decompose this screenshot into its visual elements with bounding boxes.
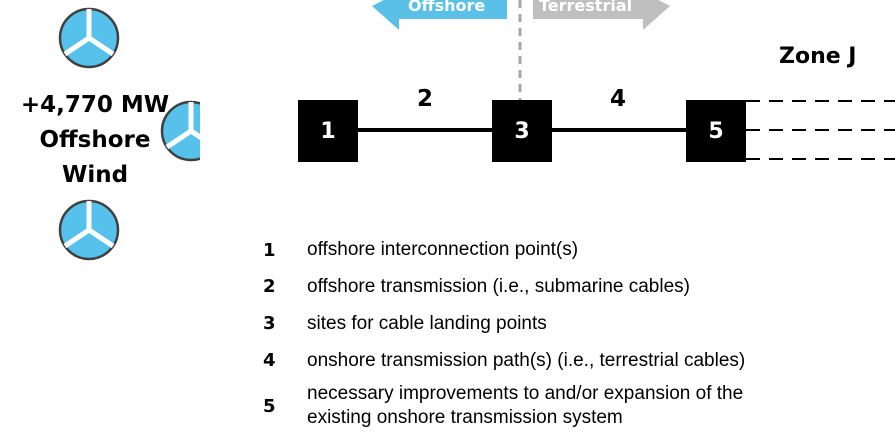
capacity-line-1: +4,770 MW: [20, 92, 170, 118]
segment-2-label: 2: [417, 86, 434, 112]
legend-item: 1 offshore interconnection point(s): [255, 232, 875, 268]
zone-label: Zone J: [779, 44, 857, 69]
legend-item: 3 sites for cable landing points: [255, 305, 875, 342]
legend: 1 offshore interconnection point(s) 2 of…: [255, 232, 875, 433]
legend-item: 2 offshore transmission (i.e., submarine…: [255, 268, 875, 305]
legend-text: offshore interconnection point(s): [307, 239, 579, 260]
legend-text: offshore transmission (i.e., submarine c…: [307, 275, 690, 297]
capacity-label: +4,770 MW Offshore Wind: [0, 88, 190, 193]
wind-turbine-icon: [60, 201, 118, 259]
legend-number: 1: [263, 239, 276, 261]
offshore-arrow-label: Offshore: [408, 0, 486, 15]
legend-item: 5 necessary improvements to and/or expan…: [255, 379, 875, 433]
offshore-arrow: [372, 0, 507, 30]
legend-text: sites for cable landing points: [307, 312, 547, 334]
legend-text: onshore transmission path(s) (i.e., terr…: [307, 349, 746, 371]
segment-4-label: 4: [610, 86, 627, 112]
node-5: 5: [686, 100, 746, 162]
legend-number: 4: [263, 350, 276, 371]
terrestrial-arrow: [533, 0, 670, 30]
legend-number: 5: [263, 395, 276, 417]
terrestrial-arrow-label: Terrestrial: [539, 0, 633, 15]
legend-number: 2: [263, 276, 276, 297]
node-1: 1: [298, 100, 358, 162]
legend-number: 3: [263, 313, 276, 334]
legend-item: 4 onshore transmission path(s) (i.e., te…: [255, 342, 875, 379]
capacity-line-2: Offshore: [39, 127, 151, 153]
node-3: 3: [492, 100, 552, 162]
legend-text: necessary improvements to and/or expansi…: [307, 382, 743, 430]
legend-text-line: necessary improvements to and/or expansi…: [307, 383, 744, 404]
capacity-line-3: Wind: [61, 162, 129, 188]
legend-text-line: existing onshore transmission system: [307, 407, 623, 428]
wind-turbine-icon: [60, 9, 118, 67]
